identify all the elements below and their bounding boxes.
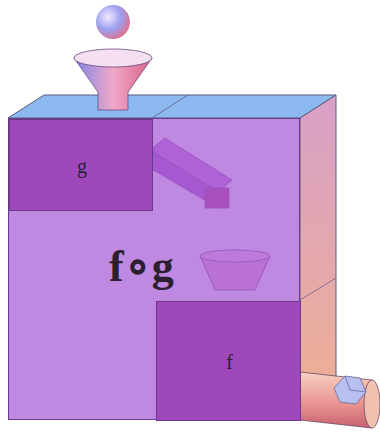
top-seam <box>152 95 188 118</box>
composite-label: f∘g <box>109 243 174 291</box>
output-tube <box>300 372 372 428</box>
function-label: g <box>77 155 87 177</box>
gem-facets <box>345 376 366 392</box>
function-box: f <box>156 301 301 421</box>
side-seam <box>300 278 336 300</box>
funnel-rim <box>74 49 152 67</box>
function-box: g <box>9 119 153 211</box>
top-face <box>8 95 336 118</box>
side-face <box>300 95 336 420</box>
input-ball <box>96 5 130 39</box>
composite-box: f∘g g f <box>8 118 300 420</box>
output-gem <box>334 376 366 404</box>
function-label: f <box>226 351 233 373</box>
tube-mouth <box>364 380 380 428</box>
